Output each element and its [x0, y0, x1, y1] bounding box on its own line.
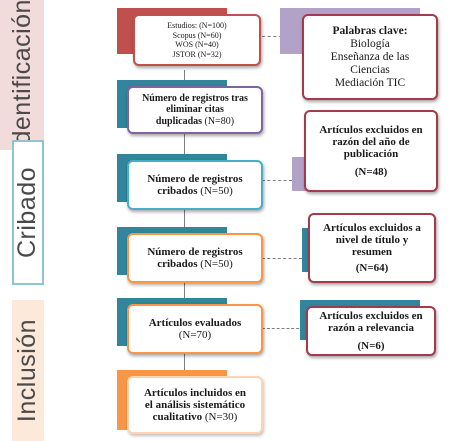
- dedup-line3: duplicadas: [155, 115, 203, 127]
- stage-identificacion-label: Identificación: [7, 0, 36, 152]
- relevance-count: (N=6): [357, 340, 385, 352]
- screened1-line1: Número de registros: [147, 173, 243, 185]
- evaluated-count: (N=70): [178, 329, 212, 341]
- included-line2: el análisis sistemático: [144, 399, 246, 411]
- stage-inclusion: Inclusión: [12, 300, 44, 441]
- excluded-year-box: Artículos excluidos en razón del año de …: [304, 110, 438, 192]
- keywords-ciencias: Ciencias: [350, 63, 390, 76]
- screened1-box: Número de registros cribados (N=50): [127, 160, 263, 210]
- year-count: (N=48): [354, 166, 388, 178]
- keywords-mediacion: Mediación TIC: [334, 76, 406, 89]
- connector-title: [262, 258, 302, 260]
- title-line3: resumen: [351, 246, 393, 258]
- included-line1: Artículos incluidos en: [143, 387, 247, 399]
- screened2-line1: Número de registros: [147, 246, 243, 258]
- screened2-count: (N=50): [200, 258, 233, 270]
- connector-year: [262, 180, 292, 182]
- relevance-line1: Artículos excluidos en: [319, 310, 423, 322]
- year-line1: Artículos excluidos en: [319, 124, 423, 136]
- dedup-line2: eliminar citas: [166, 104, 224, 116]
- sources-scopus: Scopus (N=60): [172, 30, 222, 40]
- title-count: (N=64): [355, 262, 389, 274]
- spine-connector: [184, 70, 185, 375]
- sources-jstor: JSTOR (N=32): [172, 49, 222, 59]
- year-line3: publicación: [343, 148, 399, 160]
- keywords-box: Palabras clave: Biología Enseñanza de la…: [302, 14, 438, 100]
- year-line2: razón del año de: [332, 136, 410, 148]
- screened1-line2: cribados: [157, 185, 198, 197]
- keywords-biologia: Biología: [350, 37, 390, 50]
- stage-inclusion-label: Inclusión: [13, 318, 42, 423]
- title-line1: Artículos excluidos a: [323, 222, 421, 234]
- title-line2: nivel de título y: [335, 234, 409, 246]
- dedup-count: (N=80): [204, 115, 235, 127]
- relevance-line2: razón a relevancia: [328, 322, 414, 334]
- dedup-line1: Número de registros tras: [142, 92, 248, 104]
- included-box: Artículos incluidos en el análisis siste…: [127, 376, 263, 434]
- screened2-line2: cribados: [157, 258, 198, 270]
- connector-relevance: [262, 328, 304, 330]
- stage-cribado: Cribado: [12, 140, 44, 285]
- keywords-ensenanza: Enseñanza de las: [330, 50, 410, 63]
- evaluated-line1: Artículos evaluados: [148, 317, 242, 329]
- included-line3: cualitativo: [152, 411, 203, 423]
- sources-total: Estudios: (N=100): [167, 21, 227, 30]
- connector-keywords: [262, 36, 282, 38]
- excluded-title-box: Artículos excluidos a nivel de título y …: [308, 213, 436, 283]
- keywords-title: Palabras clave:: [332, 24, 408, 37]
- sources-box: Estudios: (N=100) Scopus (N=60) WOS (N=4…: [133, 14, 261, 66]
- stage-identificacion: Identificación: [0, 0, 44, 152]
- included-count: (N=30): [204, 411, 238, 423]
- excluded-relevance-box: Artículos excluidos en razón a relevanci…: [306, 306, 436, 356]
- screened1-count: (N=50): [200, 185, 233, 197]
- sources-wos: WOS (N=40): [175, 40, 219, 49]
- stage-cribado-label: Cribado: [13, 166, 42, 259]
- screened2-box: Número de registros cribados (N=50): [127, 233, 263, 283]
- evaluated-box: Artículos evaluados (N=70): [127, 304, 263, 354]
- dedup-box: Número de registros tras eliminar citas …: [127, 86, 263, 134]
